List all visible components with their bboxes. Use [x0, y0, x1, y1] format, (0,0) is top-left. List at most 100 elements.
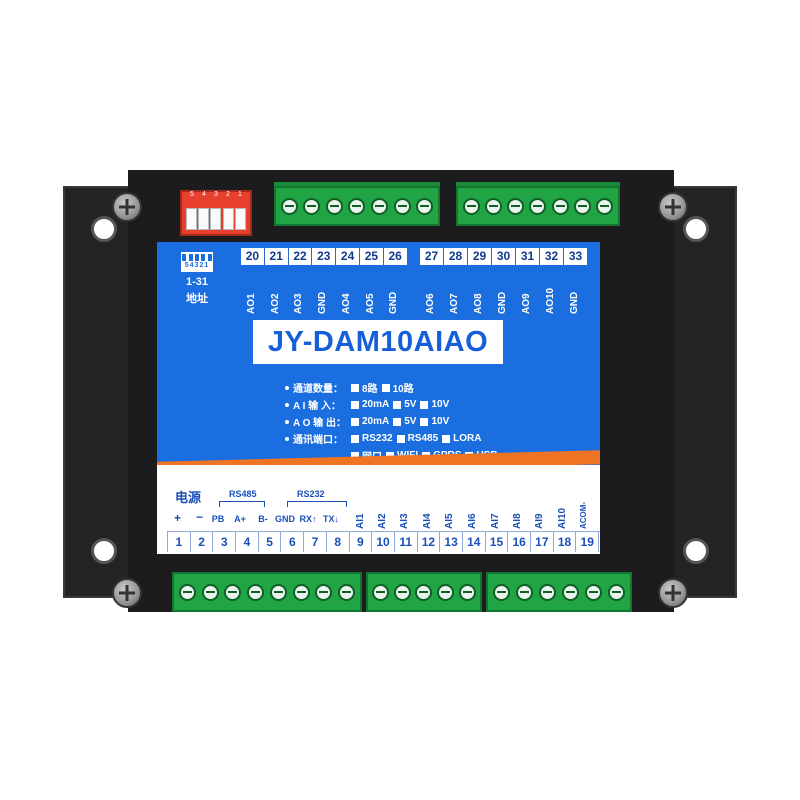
- terminal-screw-icon[interactable]: [393, 197, 411, 215]
- dip-key[interactable]: [210, 208, 222, 230]
- bottom-terminal-block-left[interactable]: [172, 572, 362, 612]
- terminal-screw-icon[interactable]: [338, 583, 356, 601]
- top-terminal-lip-right: [456, 182, 620, 188]
- spec-key: 通讯端口：: [293, 435, 343, 446]
- terminal-number: 33: [564, 248, 588, 265]
- terminal-label: AO4: [341, 293, 352, 314]
- model-title-box: JY-DAM10AIAO: [253, 320, 503, 364]
- checkbox-square-icon: [420, 417, 429, 426]
- terminal-screw-icon[interactable]: [372, 583, 390, 601]
- screw-icon: [658, 578, 688, 608]
- terminal-label: GND: [317, 291, 328, 314]
- ai-terminal-label: AI9: [534, 513, 545, 529]
- spec-key: A I 输 入：: [293, 401, 341, 412]
- checkbox-square-icon: [351, 383, 359, 392]
- terminal-screw-icon[interactable]: [462, 197, 480, 215]
- terminal-screw-icon[interactable]: [280, 197, 298, 215]
- comm-terminal-label: GND: [275, 514, 295, 524]
- terminal-screw-icon[interactable]: [393, 583, 411, 601]
- terminal-screw-icon[interactable]: [493, 583, 510, 601]
- terminal-screw-icon[interactable]: [371, 197, 389, 215]
- terminal-number: 19: [576, 532, 600, 552]
- terminal-number: 4: [236, 532, 259, 552]
- bottom-terminal-block-right[interactable]: [486, 572, 632, 612]
- spec-key: 通道数量：: [293, 384, 343, 395]
- checkbox-square-icon: [351, 434, 359, 443]
- terminal-screw-icon[interactable]: [608, 583, 625, 601]
- terminal-number: 20: [241, 248, 265, 265]
- terminal-screw-icon[interactable]: [201, 583, 219, 601]
- spec-option: 5V: [404, 416, 417, 427]
- bottom-terminal-block-middle[interactable]: [366, 572, 482, 612]
- terminal-screw-icon[interactable]: [269, 583, 287, 601]
- terminal-screw-icon[interactable]: [437, 583, 455, 601]
- terminal-number: 11: [395, 532, 418, 552]
- terminal-number: 29: [468, 248, 492, 265]
- terminal-screw-icon[interactable]: [484, 197, 502, 215]
- address-range: 1-31: [185, 276, 209, 288]
- terminal-screw-icon[interactable]: [415, 583, 433, 601]
- terminal-number: 17: [531, 532, 554, 552]
- address-dip-switch[interactable]: [180, 190, 252, 236]
- comm-terminal-label: A+: [234, 514, 246, 524]
- terminal-screw-icon[interactable]: [178, 583, 196, 601]
- terminal-screw-icon[interactable]: [315, 583, 333, 601]
- terminal-screw-icon[interactable]: [458, 583, 476, 601]
- dip-switch-numbers: 5 4 3 2 1: [186, 191, 246, 201]
- comm-terminal-label: PB: [211, 514, 225, 524]
- terminal-screw-icon[interactable]: [348, 197, 366, 215]
- terminal-screw-icon[interactable]: [224, 583, 242, 601]
- comm-terminal-label: RX↑: [299, 514, 317, 524]
- dip-number: 2: [226, 191, 230, 198]
- bullet-icon: [285, 419, 289, 424]
- terminal-screw-icon[interactable]: [529, 197, 547, 215]
- terminal-screw-icon[interactable]: [303, 197, 321, 215]
- terminal-screw-icon[interactable]: [539, 583, 556, 601]
- top-terminal-block-left[interactable]: [274, 186, 440, 226]
- terminal-screw-icon[interactable]: [551, 197, 569, 215]
- terminal-number: 8: [327, 532, 350, 552]
- dip-key[interactable]: [235, 208, 247, 230]
- terminal-number: 32: [540, 248, 564, 265]
- terminal-label: AO2: [270, 293, 281, 314]
- terminal-screw-icon[interactable]: [416, 197, 434, 215]
- terminal-screw-icon[interactable]: [247, 583, 265, 601]
- spec-key: A O 输 出：: [293, 418, 346, 429]
- ai-terminal-label: AI10: [557, 507, 568, 529]
- dip-key[interactable]: [222, 208, 234, 230]
- terminal-number: 30: [492, 248, 516, 265]
- top-terminal-block-right[interactable]: [456, 186, 620, 226]
- screw-icon: [112, 578, 142, 608]
- ai-terminal-label: ACOM-: [579, 501, 588, 529]
- terminal-label: AO1: [246, 293, 257, 314]
- terminal-screw-icon[interactable]: [516, 583, 533, 601]
- dip-key[interactable]: [198, 208, 210, 230]
- terminal-screw-icon[interactable]: [574, 197, 592, 215]
- checkbox-square-icon: [381, 383, 390, 392]
- terminal-number: 22: [289, 248, 313, 265]
- checkbox-square-icon: [351, 400, 359, 409]
- terminal-screw-icon[interactable]: [325, 197, 343, 215]
- ai-terminal-label: AI1: [355, 513, 366, 529]
- ai-terminal-label: AI2: [377, 513, 388, 529]
- ai-terminal-label: AI7: [490, 513, 501, 529]
- terminal-screw-icon[interactable]: [292, 583, 310, 601]
- dip-key[interactable]: [185, 208, 197, 230]
- terminal-screw-icon[interactable]: [562, 583, 579, 601]
- dip-number: 3: [214, 191, 218, 198]
- terminal-number: 14: [463, 532, 486, 552]
- terminal-number: 27: [420, 248, 444, 265]
- ai-terminal-label: AI4: [422, 513, 433, 529]
- terminal-label: AO3: [293, 293, 304, 314]
- dip-number: 4: [202, 191, 206, 198]
- terminal-screw-icon[interactable]: [596, 197, 614, 215]
- terminal-screw-icon[interactable]: [507, 197, 525, 215]
- ai-terminal-label: AI6: [467, 513, 478, 529]
- terminal-number: 9: [350, 532, 373, 552]
- terminal-number: 7: [304, 532, 327, 552]
- terminal-screw-icon[interactable]: [585, 583, 602, 601]
